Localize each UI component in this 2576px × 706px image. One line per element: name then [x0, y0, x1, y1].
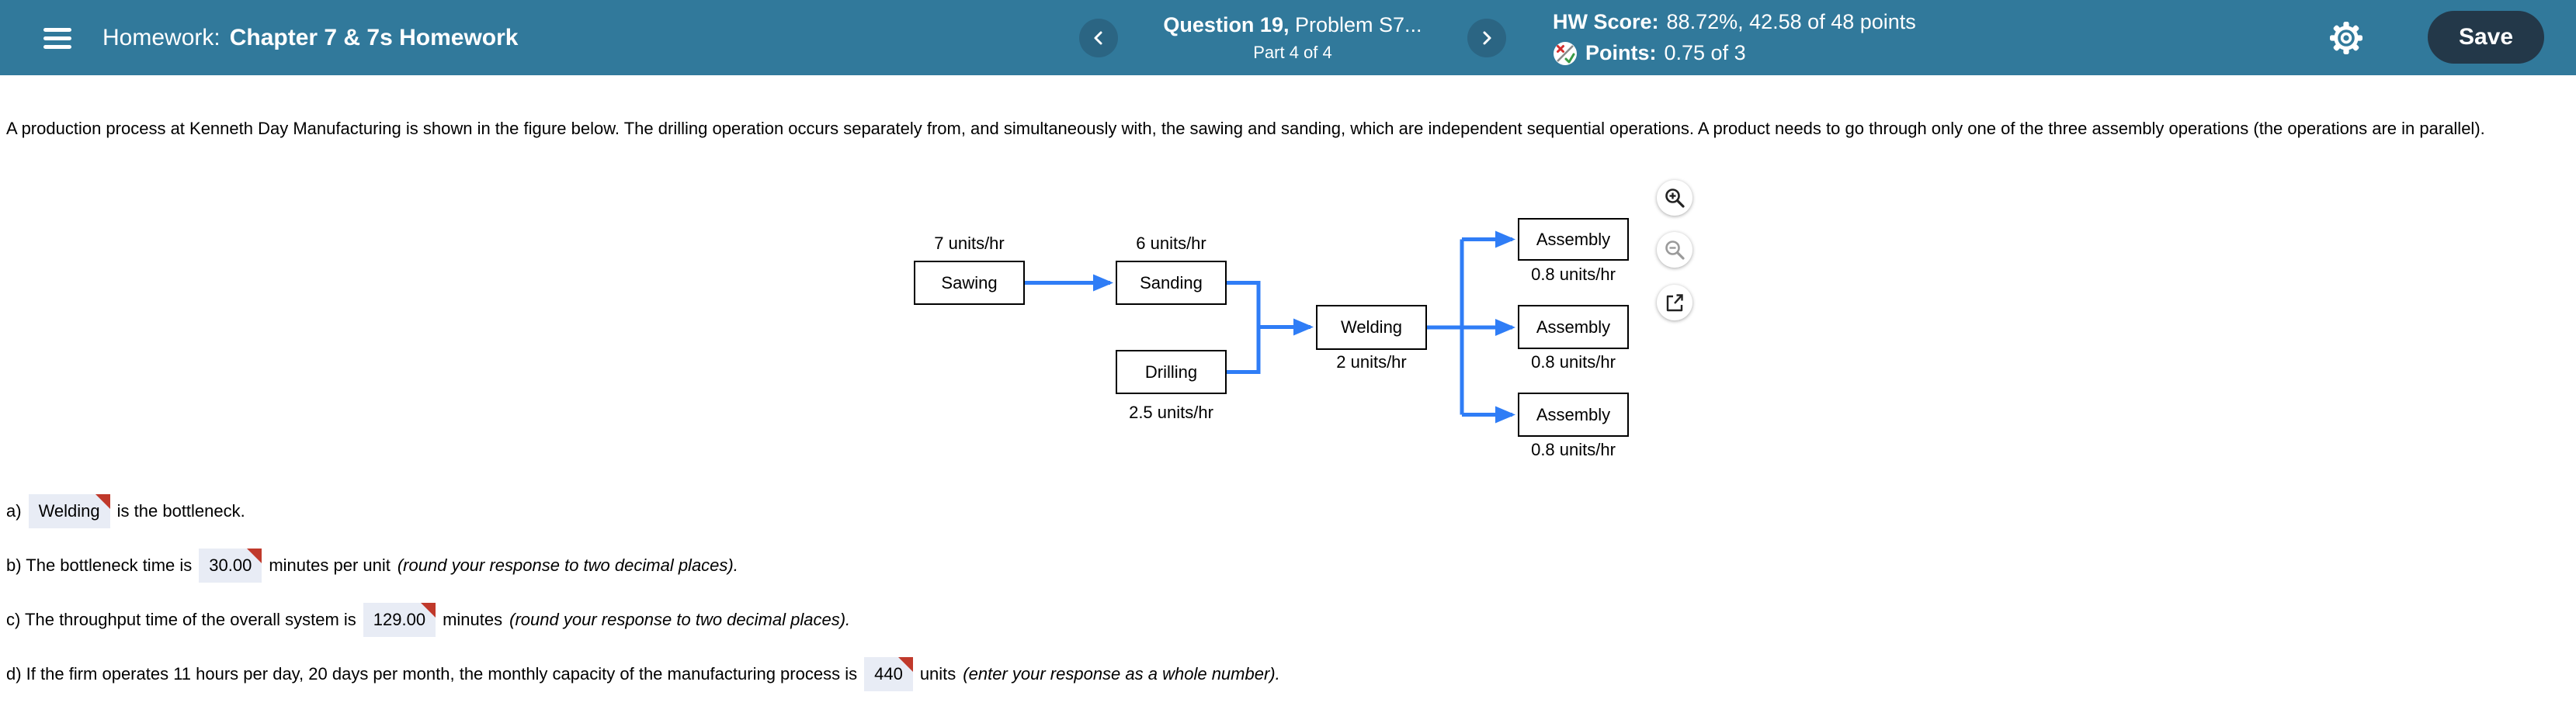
assembly2-node: Assembly: [1518, 305, 1629, 349]
question-number: Question 19,: [1163, 12, 1290, 36]
hw-score-value: 88.72%, 42.58 of 48 points: [1666, 10, 1916, 33]
zoom-out-button[interactable]: [1657, 232, 1692, 268]
answer-row-a: a) Welding is the bottleneck.: [6, 493, 245, 529]
score-summary: HW Score: 88.72%, 42.58 of 48 points Poi…: [1553, 0, 1916, 75]
question-header: Question 19, Problem S7... Part 4 of 4: [1130, 0, 1456, 75]
flow-connectors: [1025, 230, 1515, 424]
assignment-title: Chapter 7 & 7s Homework: [229, 24, 519, 50]
answer-d-suffix: units: [919, 664, 956, 684]
answer-d-value: 440: [874, 664, 903, 684]
chevron-right-icon: [1483, 31, 1491, 45]
settings-button[interactable]: [2328, 19, 2365, 57]
assignment-type-label: Homework:: [102, 24, 220, 50]
sanding-rate: 6 units/hr: [1136, 234, 1206, 253]
answer-b-input[interactable]: 30.00: [199, 549, 262, 583]
assembly3-rate: 0.8 units/hr: [1531, 440, 1616, 459]
save-button[interactable]: Save: [2428, 11, 2544, 64]
answer-a-suffix: is the bottleneck.: [116, 501, 245, 521]
answer-b-value: 30.00: [209, 555, 252, 575]
partial-credit-icon: [1554, 41, 1577, 65]
assembly2-rate: 0.8 units/hr: [1531, 352, 1616, 372]
sanding-node: Sanding: [1116, 261, 1227, 305]
assembly1-node: Assembly: [1518, 218, 1629, 261]
drilling-node: Drilling: [1116, 350, 1227, 394]
answer-d-input[interactable]: 440: [864, 657, 913, 691]
answer-d-note: (enter your response as a whole number).: [963, 664, 1280, 684]
top-bar: Homework: Chapter 7 & 7s Homework Questi…: [0, 0, 2576, 75]
answer-row-b: b) The bottleneck time is 30.00 minutes …: [6, 548, 738, 583]
zoom-in-icon: [1665, 189, 1685, 208]
answer-row-c: c) The throughput time of the overall sy…: [6, 602, 850, 638]
answer-c-input[interactable]: 129.00: [363, 603, 436, 637]
problem-statement: A production process at Kenneth Day Manu…: [6, 119, 2485, 138]
drilling-rate: 2.5 units/hr: [1129, 403, 1213, 422]
sawing-rate: 7 units/hr: [934, 234, 1005, 253]
points-value: 0.75 of 3: [1664, 41, 1746, 64]
answer-d-prefix: d) If the firm operates 11 hours per day…: [6, 664, 858, 684]
sawing-node: Sawing: [914, 261, 1025, 305]
process-flow-diagram: 7 units/hr 6 units/hr 2.5 units/hr 2 uni…: [893, 208, 1677, 479]
answer-a-value: Welding: [38, 501, 100, 521]
next-question-button[interactable]: [1467, 19, 1506, 57]
zoom-in-button[interactable]: [1657, 180, 1692, 216]
gear-icon: [2330, 22, 2362, 54]
answer-a-prefix: a): [6, 501, 22, 521]
open-external-button[interactable]: [1657, 285, 1692, 320]
answer-c-value: 129.00: [373, 610, 426, 629]
points-label: Points:: [1585, 41, 1657, 64]
question-part: Part 4 of 4: [1253, 42, 1332, 62]
chevron-left-icon: [1094, 31, 1102, 45]
answer-c-suffix: minutes: [443, 610, 503, 629]
welding-node: Welding: [1316, 305, 1427, 350]
hw-score-label: HW Score:: [1553, 10, 1659, 33]
assembly3-node: Assembly: [1518, 393, 1629, 437]
external-link-icon: [1666, 294, 1683, 312]
answer-b-prefix: b) The bottleneck time is: [6, 555, 193, 575]
answer-row-d: d) If the firm operates 11 hours per day…: [6, 656, 1280, 692]
question-source: Problem S7...: [1294, 12, 1422, 36]
zoom-out-icon: [1665, 241, 1685, 260]
answer-b-note: (round your response to two decimal plac…: [397, 555, 738, 575]
answer-b-suffix: minutes per unit: [269, 555, 391, 575]
welding-rate: 2 units/hr: [1336, 352, 1407, 372]
menu-icon[interactable]: [43, 20, 79, 56]
assembly1-rate: 0.8 units/hr: [1531, 265, 1616, 284]
previous-question-button[interactable]: [1079, 19, 1118, 57]
answer-a-input[interactable]: Welding: [28, 494, 110, 528]
page-title: Homework: Chapter 7 & 7s Homework: [102, 0, 518, 75]
answer-c-note: (round your response to two decimal plac…: [509, 610, 851, 629]
answer-c-prefix: c) The throughput time of the overall sy…: [6, 610, 356, 629]
